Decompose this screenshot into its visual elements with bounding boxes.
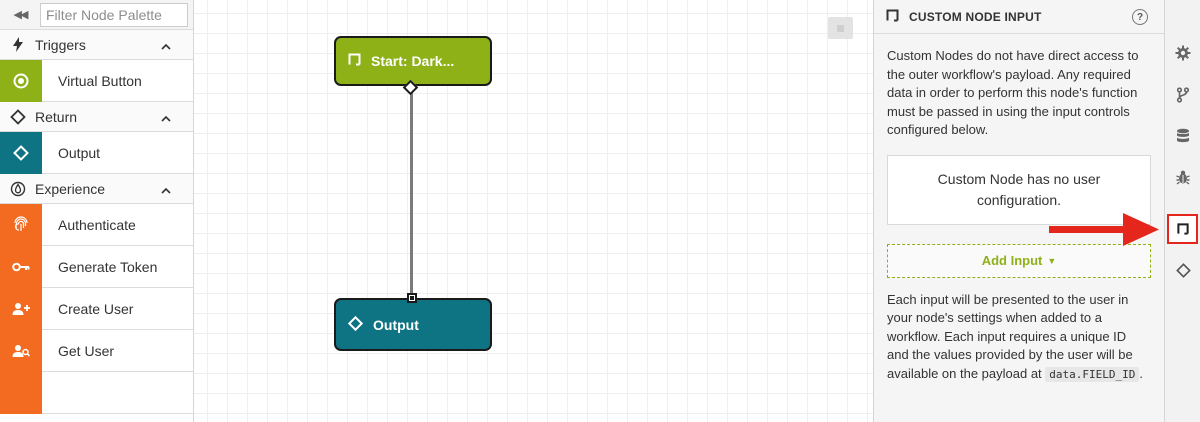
palette-item-get-user[interactable]: Get User: [0, 329, 193, 372]
user-search-icon: [0, 329, 42, 372]
outro-suffix: .: [1139, 365, 1144, 381]
no-configuration-message: Custom Node has no user configuration.: [887, 154, 1151, 225]
connector-line[interactable]: [410, 87, 413, 301]
panel-outro-text: Each input will be presented to the user…: [874, 291, 1164, 385]
palette-toolbar: ◀◀: [0, 0, 193, 30]
diamond-icon: [0, 131, 42, 174]
panel-title: CUSTOM NODE INPUT: [909, 9, 1042, 24]
custom-node-icon[interactable]: [1167, 214, 1198, 244]
node-palette: ◀◀ Triggers Virtual Button Return Output: [0, 0, 194, 422]
fingerprint-icon: [0, 203, 42, 246]
palette-item-virtual-button[interactable]: Virtual Button: [0, 59, 193, 102]
radio-dot-icon: [0, 59, 42, 102]
palette-item-partial[interactable]: [0, 371, 193, 414]
panel-intro-text: Custom Nodes do not have direct access t…: [887, 48, 1139, 137]
diamond-icon: [10, 108, 26, 125]
category-label: Experience: [35, 180, 106, 197]
filter-node-palette-input[interactable]: [40, 2, 188, 27]
panel-header: CUSTOM NODE INPUT ?: [874, 0, 1164, 34]
branch-icon[interactable]: [1165, 80, 1200, 110]
annotation-arrow-icon: [1049, 213, 1159, 246]
custom-node-icon: [348, 53, 361, 69]
square-icon: [837, 24, 844, 32]
add-input-label: Add Input: [981, 253, 1043, 268]
output-node[interactable]: Output: [334, 298, 492, 351]
palette-item-swatch: [0, 371, 42, 414]
bug-icon[interactable]: [1165, 162, 1200, 192]
palette-item-label: Generate Token: [58, 258, 158, 275]
chevron-up-icon[interactable]: [161, 183, 171, 199]
double-chevron-left-icon: ◀◀: [13, 9, 29, 21]
caret-down-icon: ▼: [1047, 255, 1057, 266]
palette-item-generate-token[interactable]: Generate Token: [0, 245, 193, 288]
field-id-code: data.FIELD_ID: [1045, 366, 1140, 382]
key-icon: [0, 245, 42, 288]
palette-item-label: Get User: [58, 342, 115, 359]
diamond-icon: [347, 315, 364, 334]
diamond-icon[interactable]: [1165, 255, 1200, 285]
input-port[interactable]: [407, 293, 417, 303]
palette-item-label: Output: [58, 144, 101, 161]
start-node[interactable]: Start: Dark...: [334, 36, 492, 86]
outro-prefix: Each input will be presented to the user…: [887, 291, 1133, 381]
custom-node-input-panel: CUSTOM NODE INPUT ? Custom Nodes do not …: [873, 0, 1164, 422]
user-plus-icon: [0, 287, 42, 330]
database-icon[interactable]: [1165, 121, 1200, 151]
canvas-control-button[interactable]: [828, 17, 853, 39]
panel-tab-rail: [1164, 0, 1200, 422]
droplet-icon: [10, 181, 26, 197]
add-input-button[interactable]: Add Input ▼: [887, 243, 1151, 278]
palette-item-create-user[interactable]: Create User: [0, 287, 193, 330]
gear-icon[interactable]: [1165, 38, 1200, 68]
node-label: Output: [373, 316, 419, 333]
category-return[interactable]: Return: [0, 102, 193, 132]
category-label: Return: [35, 108, 78, 125]
palette-item-label: Virtual Button: [58, 72, 142, 89]
palette-item-label: Create User: [58, 300, 134, 317]
custom-node-icon: [886, 9, 899, 25]
help-icon[interactable]: ?: [1132, 9, 1148, 25]
palette-item-output[interactable]: Output: [0, 131, 193, 174]
chevron-up-icon[interactable]: [161, 111, 171, 127]
chevron-up-icon[interactable]: [161, 39, 171, 55]
palette-item-label: Authenticate: [58, 216, 136, 233]
node-label: Start: Dark...: [371, 53, 455, 69]
workflow-canvas[interactable]: Start: Dark... Output: [194, 0, 873, 422]
category-experience[interactable]: Experience: [0, 174, 193, 204]
bolt-icon: [10, 37, 26, 52]
collapse-palette-button[interactable]: ◀◀: [0, 0, 40, 30]
category-label: Triggers: [35, 36, 86, 53]
palette-item-authenticate[interactable]: Authenticate: [0, 203, 193, 246]
category-triggers[interactable]: Triggers: [0, 30, 193, 60]
no-config-text: Custom Node has no user configuration.: [937, 170, 1101, 208]
